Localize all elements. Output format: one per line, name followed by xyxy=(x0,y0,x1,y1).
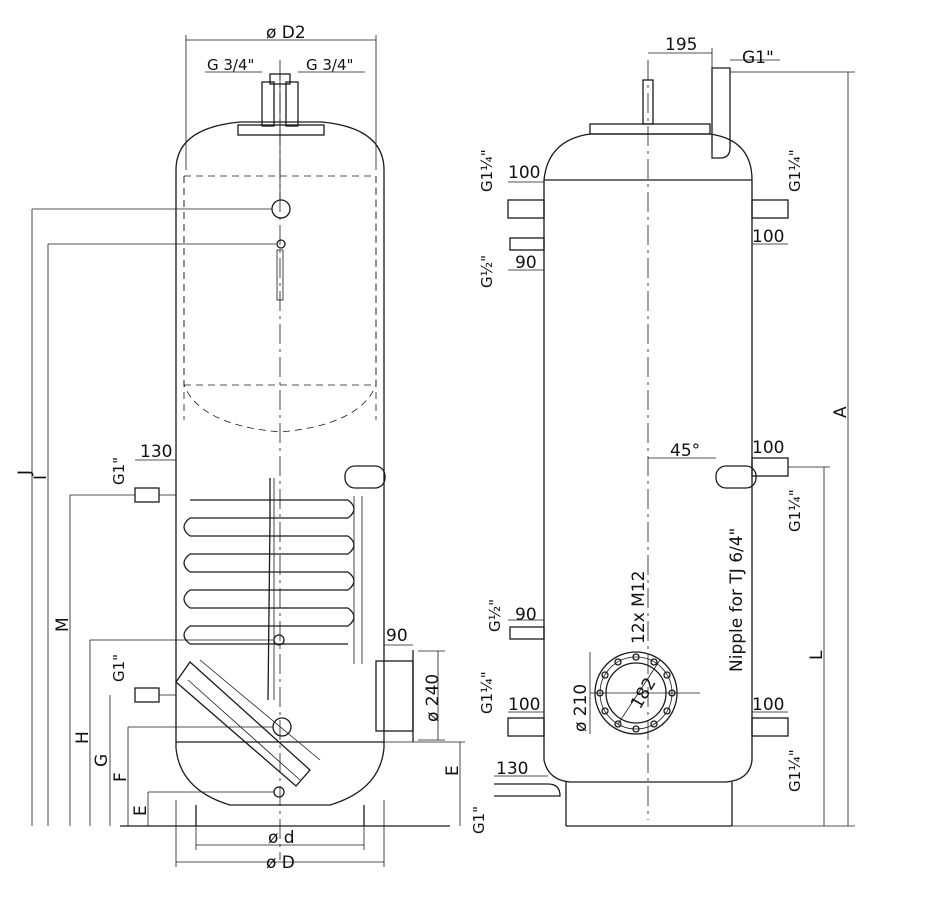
label-g34-left: G 3/4" xyxy=(207,56,254,74)
label-90-tl: 90 xyxy=(515,253,537,273)
label-100-bl: 100 xyxy=(508,695,540,715)
label-195: 195 xyxy=(665,35,697,55)
label-45: 45° xyxy=(670,441,700,461)
label-100-tl: 100 xyxy=(508,163,540,183)
left-diagonal-nozzle xyxy=(175,661,311,787)
label-100-br: 100 xyxy=(752,695,784,715)
left-pipe-g1-bottom xyxy=(134,687,160,703)
label-130-left: 130 xyxy=(140,442,172,462)
dim-letter-e-right: E xyxy=(443,765,463,776)
left-heat-exchanger-coil xyxy=(183,496,363,664)
label-g12-tl: G½" xyxy=(478,255,496,288)
label-g114-mr: G1¼" xyxy=(786,489,804,532)
right-tank-bottom xyxy=(543,759,753,783)
label-nipple: Nipple for TJ 6/4" xyxy=(727,528,747,672)
label-90-ml: 90 xyxy=(515,605,537,625)
label-g1-right-top: G1" xyxy=(742,48,774,68)
dim-letter-f: F xyxy=(111,772,131,782)
right-pipe-tl-g114 xyxy=(507,199,545,219)
right-pipe-br-g114 xyxy=(751,717,789,737)
label-g1-left-top: G1" xyxy=(110,457,128,485)
left-side-nozzle xyxy=(344,465,386,489)
dim-letter-e-left: E xyxy=(131,805,151,816)
label-g34-right: G 3/4" xyxy=(306,56,353,74)
left-side-flange xyxy=(375,660,414,732)
label-big-d: ø D xyxy=(266,853,295,873)
label-100-mr: 100 xyxy=(752,438,784,458)
left-sensor-upper xyxy=(271,199,291,219)
dim-letter-j: J xyxy=(15,470,35,476)
label-182: 182 xyxy=(627,674,661,712)
right-pipe-tl-g12 xyxy=(509,237,545,251)
right-pipe-tr-g114 xyxy=(751,199,789,219)
label-g12-ml: G½" xyxy=(486,599,504,632)
left-pipe-g1-top xyxy=(134,487,160,503)
dim-letter-m: M xyxy=(53,617,73,632)
right-pipe-ml-g12 xyxy=(509,626,545,640)
right-top-pipe xyxy=(711,67,731,159)
label-g114-tr: G1¼" xyxy=(786,149,804,192)
label-small-d: ø d xyxy=(268,828,295,848)
label-240: ø 240 xyxy=(423,674,443,722)
label-g114-tl: G1¼" xyxy=(478,149,496,192)
label-d2: ø D2 xyxy=(266,23,306,43)
dim-letter-h: H xyxy=(73,731,93,744)
label-210: ø 210 xyxy=(571,684,591,732)
dim-letter-a: A xyxy=(831,406,851,418)
right-manhole-flange xyxy=(589,651,700,735)
dim-letter-l: L xyxy=(807,650,827,660)
right-bottom-outlet xyxy=(494,783,561,797)
label-100-tr: 100 xyxy=(752,227,784,247)
dim-letter-g: G xyxy=(92,754,112,767)
left-top-flange xyxy=(237,124,325,136)
label-130-b: 130 xyxy=(496,759,528,779)
label-g1-left-bottom: G1" xyxy=(110,654,128,682)
label-90-left: 90 xyxy=(386,626,408,646)
right-top-plate xyxy=(589,123,711,135)
right-nipple xyxy=(715,465,757,489)
left-tank-view xyxy=(31,35,465,867)
right-pipe-mr-g114 xyxy=(751,457,789,477)
label-g114-br: G1¼" xyxy=(786,749,804,792)
right-pipe-bl-g114 xyxy=(507,717,545,737)
left-tank-shell xyxy=(175,121,385,748)
right-tank-view xyxy=(494,48,855,827)
label-12xm12: 12x M12 xyxy=(629,571,649,644)
dim-letter-i: I xyxy=(31,475,51,480)
label-g114-bl: G1¼" xyxy=(478,671,496,714)
label-g1-b: G1" xyxy=(470,806,488,834)
